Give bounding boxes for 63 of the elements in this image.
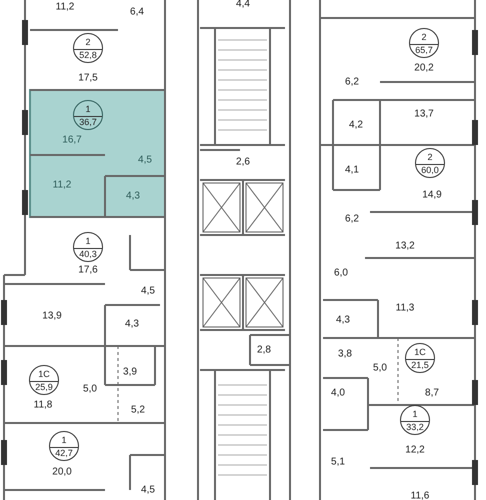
room-area: 17,6 bbox=[78, 264, 98, 276]
apartment-badge bbox=[415, 148, 445, 178]
room-area: 13,7 bbox=[414, 108, 434, 120]
apartment-badge bbox=[400, 405, 430, 435]
apartment-area: 25,9 bbox=[30, 381, 58, 392]
room-area: 11,3 bbox=[396, 302, 414, 314]
room-area: 8,7 bbox=[425, 388, 439, 398]
room-area: 4,3 bbox=[125, 318, 139, 330]
apartment-badge bbox=[73, 232, 103, 262]
room-area: 4,3 bbox=[336, 314, 350, 326]
room-count: 1 bbox=[60, 435, 68, 445]
room-area: 4,5 bbox=[141, 286, 155, 296]
apartment-area: 40,3 bbox=[74, 248, 102, 259]
room-area: 17,5 bbox=[78, 72, 98, 84]
apartment-badge bbox=[409, 28, 439, 58]
room-area: 4,2 bbox=[349, 120, 363, 130]
apartment-area: 21,5 bbox=[406, 359, 434, 370]
apartment-area: 33,2 bbox=[401, 421, 429, 432]
room-count: 1 bbox=[84, 236, 92, 246]
room-area: 5,2 bbox=[131, 404, 145, 416]
room-count: 2 bbox=[426, 152, 434, 162]
apartment-area: 60,0 bbox=[416, 164, 444, 175]
room-area: 2,6 bbox=[236, 156, 250, 168]
room-area: 4,5 bbox=[138, 154, 152, 166]
room-area: 13,2 bbox=[395, 240, 415, 252]
room-area: 14,9 bbox=[422, 190, 442, 200]
room-area: 6,0 bbox=[334, 268, 348, 278]
room-area: 11,2 bbox=[52, 180, 72, 190]
room-count: 2 bbox=[84, 37, 92, 47]
room-area: 5,1 bbox=[331, 456, 345, 468]
room-area: 4,1 bbox=[345, 164, 359, 176]
room-area: 5,0 bbox=[373, 362, 387, 374]
room-area: 11,8 bbox=[34, 400, 52, 410]
apartment-area: 65,7 bbox=[410, 44, 438, 55]
room-count: 1C bbox=[413, 347, 427, 357]
room-area: 3,9 bbox=[123, 366, 137, 378]
apartment-badge bbox=[29, 365, 59, 395]
apartment-badge bbox=[405, 343, 435, 373]
room-area: 6,2 bbox=[345, 76, 359, 88]
room-count: 1 bbox=[84, 104, 92, 114]
room-area: 4,5 bbox=[141, 484, 155, 496]
room-area: 6,2 bbox=[345, 214, 359, 224]
room-count: 2 bbox=[420, 32, 428, 42]
room-area: 4,0 bbox=[331, 388, 345, 398]
room-area: 20,2 bbox=[414, 62, 434, 74]
room-area: 16,7 bbox=[62, 134, 82, 146]
apartment-badge bbox=[49, 431, 79, 461]
room-area: 2,8 bbox=[257, 344, 271, 356]
apartment-area: 42,7 bbox=[50, 447, 78, 458]
room-area: 3,8 bbox=[338, 348, 352, 360]
room-area: 20,0 bbox=[52, 466, 72, 478]
room-area: 5,0 bbox=[83, 384, 97, 394]
room-area: 11,6 bbox=[410, 490, 430, 500]
room-count: 1 bbox=[411, 409, 418, 419]
room-area: 13,9 bbox=[42, 310, 62, 322]
room-area: 4,3 bbox=[126, 190, 140, 202]
room-area: 11,2 bbox=[56, 2, 74, 12]
room-count: 1C bbox=[37, 369, 51, 379]
apartment-badge bbox=[73, 33, 103, 63]
room-area: 12,2 bbox=[405, 444, 425, 456]
apartment-area: 36,7 bbox=[74, 116, 102, 127]
room-area: 6,4 bbox=[130, 6, 144, 18]
apartment-area: 52,8 bbox=[74, 49, 102, 60]
